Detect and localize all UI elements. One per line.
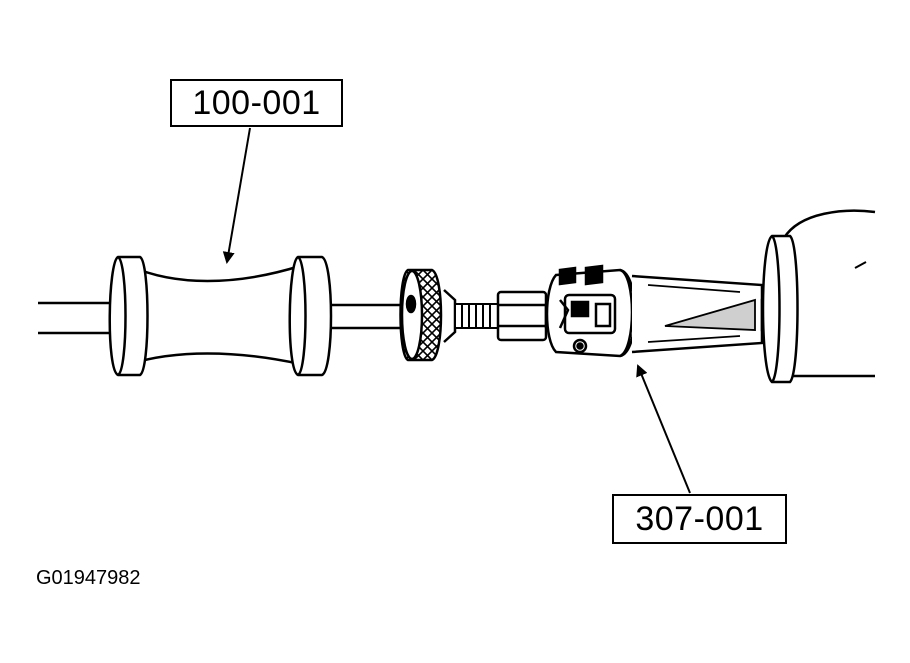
callout-label-100-001: 100-001 [170,79,343,127]
slide-hammer-shaft [38,301,405,335]
slide-hammer-handle [108,255,333,377]
remover-tool [545,264,780,358]
leader-arrow-307-001 [636,364,691,494]
knurled-nut [399,268,457,362]
figure-id: G01947982 [36,567,141,589]
callout-label-307-001: 307-001 [612,494,787,544]
threaded-rod [454,303,501,329]
leader-arrow-100-001 [222,127,251,264]
component-housing [761,209,876,384]
